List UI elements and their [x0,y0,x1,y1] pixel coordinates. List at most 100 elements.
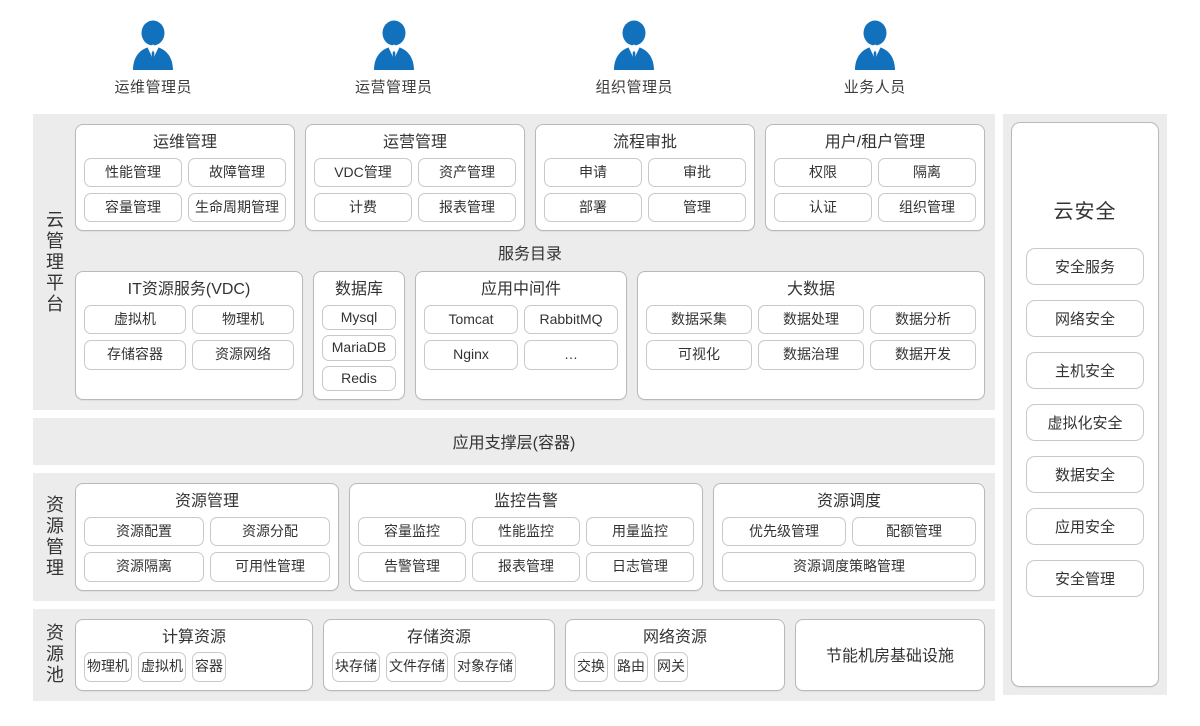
card-database[interactable]: 数据库 Mysql MariaDB Redis [313,271,405,401]
card-storage-resource[interactable]: 存储资源 块存储 文件存储 对象存储 [323,618,555,691]
chip[interactable]: 虚拟机 [138,652,186,682]
card-operation-management[interactable]: 运营管理 VDC管理 资产管理 计费 报表管理 [305,124,525,232]
chip[interactable]: 部署 [544,192,642,223]
chip-row: 权限 隔离 [774,157,976,187]
chip[interactable]: 报表管理 [472,552,580,582]
chip-row: 可视化 数据治理 数据开发 [646,340,976,370]
chip[interactable]: 块存储 [332,652,380,682]
chip[interactable]: 容量监控 [358,516,466,547]
chip[interactable]: 用量监控 [586,516,694,547]
vertical-label: 资源管理 [44,494,64,579]
card-compute-resource[interactable]: 计算资源 物理机 虚拟机 容器 [75,618,313,691]
chip[interactable]: … [524,340,618,370]
chip[interactable]: 权限 [774,157,872,187]
card-title: 运营管理 [382,134,447,151]
chip-row: 容量管理 生命周期管理 [84,192,286,223]
chip-row: 容量监控 性能监控 用量监控 [358,516,694,547]
chip[interactable]: 资产管理 [418,157,516,187]
chip[interactable]: 交换 [574,652,608,682]
card-process-approval[interactable]: 流程审批 申请 审批 部署 管理 [535,124,755,232]
chip[interactable]: 组织管理 [878,192,976,223]
card-network-resource[interactable]: 网络资源 交换 路由 网关 [565,618,785,691]
chip[interactable]: 数据处理 [758,304,864,335]
card-title: 监控告警 [493,493,558,511]
chip[interactable]: MariaDB [322,335,396,361]
chip[interactable]: 配额管理 [852,516,976,547]
chip[interactable]: 资源隔离 [84,552,204,582]
card-ops-management[interactable]: 运维管理 性能管理 故障管理 容量管理 生命周期管理 [75,124,295,232]
chip[interactable]: 隔离 [878,157,976,187]
chip[interactable]: 物理机 [192,304,294,335]
card-green-datacenter-infrastructure[interactable]: 节能机房基础设施 [795,618,985,691]
chip[interactable]: 虚拟机 [84,304,186,335]
app-support-layer-strip: 应用支撑层(容器) [33,418,995,466]
card-resource-scheduling[interactable]: 资源调度 优先级管理 配额管理 资源调度策略管理 [713,483,985,591]
chip[interactable]: 存储容器 [84,340,186,370]
card-user-tenant-management[interactable]: 用户/租户管理 权限 隔离 认证 组织管理 [765,124,985,232]
chip[interactable]: 物理机 [84,652,132,682]
chip[interactable]: 容量管理 [84,192,182,223]
card-monitoring-alarm[interactable]: 监控告警 容量监控 性能监控 用量监控 告警管理 报表管理 日志管理 [349,483,703,591]
security-item[interactable]: 应用安全 [1026,508,1144,545]
chip[interactable]: VDC管理 [314,157,412,187]
chip[interactable]: 容器 [192,652,226,682]
chip[interactable]: 对象存储 [454,652,516,682]
chip[interactable]: 数据治理 [758,340,864,370]
chip[interactable]: 管理 [648,192,746,223]
chip[interactable]: 审批 [648,157,746,187]
chip[interactable]: 资源网络 [192,340,294,370]
chip[interactable]: 性能管理 [84,157,182,187]
card-title: IT资源服务(VDC) [127,281,251,299]
card-big-data[interactable]: 大数据 数据采集 数据处理 数据分析 可视化 数据治理 数据开发 [637,271,985,401]
card-it-resource-service-vdc[interactable]: IT资源服务(VDC) 虚拟机 物理机 存储容器 资源网络 [75,271,303,401]
security-item[interactable]: 安全服务 [1026,248,1144,285]
security-item[interactable]: 虚拟化安全 [1026,404,1144,441]
chip[interactable]: 告警管理 [358,552,466,582]
card-title: 用户/租户管理 [824,134,926,151]
chip[interactable]: 路由 [614,652,648,682]
persona-label: 运营管理员 [354,79,433,96]
chip[interactable]: 网关 [654,652,688,682]
cloud-security-card[interactable]: 云安全 安全服务 网络安全 主机安全 虚拟化安全 数据安全 应用安全 安全管理 [1011,122,1159,687]
chip[interactable]: 资源配置 [84,516,204,547]
chip-group: Mysql MariaDB Redis [322,304,396,392]
chip[interactable]: 报表管理 [418,192,516,223]
chip[interactable]: 数据开发 [870,340,976,370]
card-application-middleware[interactable]: 应用中间件 Tomcat RabbitMQ Nginx … [415,271,627,401]
cloud-security-panel: 云安全 安全服务 网络安全 主机安全 虚拟化安全 数据安全 应用安全 安全管理 [1003,114,1167,695]
security-item[interactable]: 主机安全 [1026,352,1144,389]
security-item[interactable]: 网络安全 [1026,300,1144,337]
chip[interactable]: 资源分配 [210,516,330,547]
chip[interactable]: 故障管理 [188,157,286,187]
chip[interactable]: RabbitMQ [524,304,618,335]
chip-group: 权限 隔离 认证 组织管理 [774,157,976,223]
card-title: 数据库 [334,281,383,299]
chip[interactable]: Redis [322,365,396,392]
resource-management-cards: 资源管理 资源配置 资源分配 资源隔离 可用性管理 [75,483,985,591]
card-title: 运维管理 [152,134,217,151]
chip[interactable]: Tomcat [424,304,518,335]
card-resource-management[interactable]: 资源管理 资源配置 资源分配 资源隔离 可用性管理 [75,483,339,591]
chip[interactable]: Mysql [322,304,396,331]
chip[interactable]: 资源调度策略管理 [722,552,976,582]
chip-group: 优先级管理 配额管理 资源调度策略管理 [722,516,976,582]
chip[interactable]: 可用性管理 [210,552,330,582]
chip[interactable]: 数据采集 [646,304,752,335]
chip[interactable]: 优先级管理 [722,516,846,547]
chip[interactable]: Nginx [424,340,518,370]
chip[interactable]: 申请 [544,157,642,187]
chip[interactable]: 数据分析 [870,304,976,335]
security-item[interactable]: 安全管理 [1026,560,1144,597]
chip[interactable]: 文件存储 [386,652,448,682]
chip[interactable]: 日志管理 [586,552,694,582]
persona-3: 业务人员 [755,20,996,108]
chip[interactable]: 计费 [314,192,412,223]
chip[interactable]: 生命周期管理 [188,192,286,223]
chip-group: 容量监控 性能监控 用量监控 告警管理 报表管理 日志管理 [358,516,694,582]
security-item[interactable]: 数据安全 [1026,456,1144,493]
chip[interactable]: 认证 [774,192,872,223]
chip-group: 性能管理 故障管理 容量管理 生命周期管理 [84,157,286,223]
chip[interactable]: 可视化 [646,340,752,370]
chip[interactable]: 性能监控 [472,516,580,547]
